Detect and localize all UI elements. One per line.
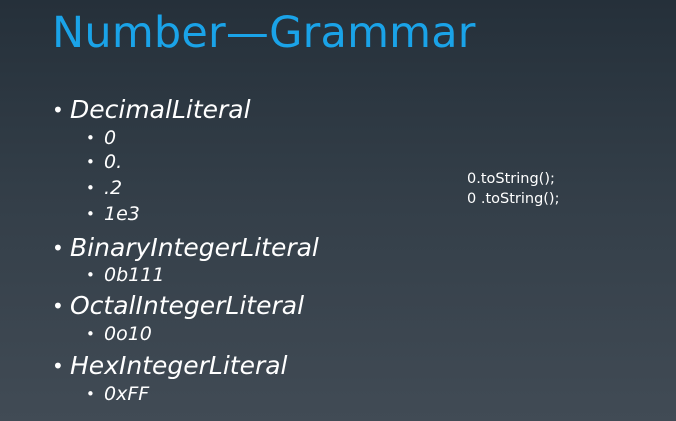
bullet-icon: • [86, 129, 95, 147]
list-item-label: BinaryIntegerLiteral [70, 233, 319, 262]
sub-item-label: 0 [104, 127, 117, 149]
list-item-label: HexIntegerLiteral [70, 351, 288, 380]
bullet-icon: • [52, 354, 64, 378]
code-example: 0.toString(); 0 .toString(); [467, 169, 559, 209]
bullet-icon: • [52, 98, 64, 122]
sub-item-label: 0. [104, 151, 123, 173]
bullet-icon: • [52, 294, 64, 318]
sub-item-label: 0xFF [104, 383, 150, 405]
sub-item-label: .2 [104, 177, 123, 199]
slide-title: Number—Grammar [52, 8, 476, 58]
bullet-icon: • [86, 205, 95, 223]
bullet-icon: • [86, 385, 95, 403]
list-item-label: DecimalLiteral [70, 95, 251, 124]
bullet-icon: • [52, 236, 64, 260]
bullet-icon: • [86, 153, 95, 171]
bullet-icon: • [86, 179, 95, 197]
code-line: 0 .toString(); [467, 191, 560, 207]
sub-item-label: 1e3 [104, 203, 140, 225]
code-line: 0.toString(); [467, 171, 555, 187]
bullet-icon: • [86, 266, 95, 284]
list-item-label: OctalIntegerLiteral [70, 291, 305, 320]
sub-item-label: 0b111 [104, 264, 165, 286]
bullet-icon: • [86, 325, 95, 343]
sub-item-label: 0o10 [104, 323, 152, 345]
